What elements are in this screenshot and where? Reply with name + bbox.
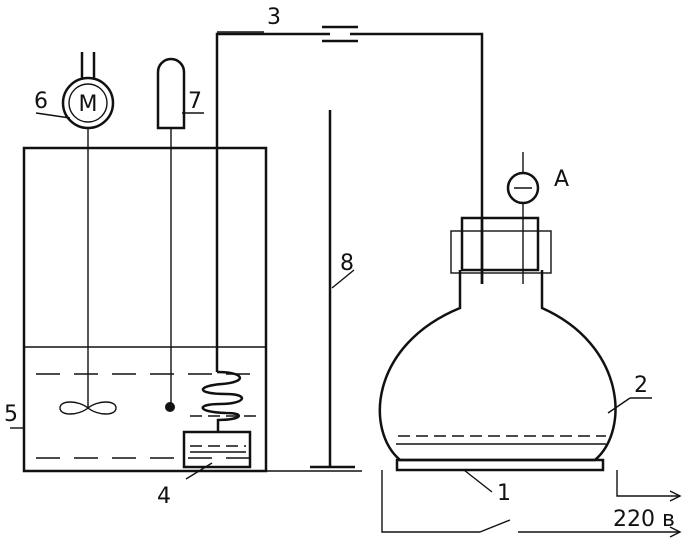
label-2: 2 [634,373,648,398]
leader-line [607,397,631,414]
flask-stopper-plug [460,216,540,272]
thermometer-icon [156,57,186,130]
label-6: 6 [34,89,48,114]
motor-inner [68,83,108,123]
label-7: 7 [188,89,202,114]
stirrer-propeller-icon [59,401,117,415]
label-ammeter: A [554,167,569,192]
circuit-wire [381,470,480,533]
leader-line [185,462,213,480]
label-voltage: 220 в [613,507,675,532]
circuit-arrow-icon [669,490,682,502]
heat-coil-icon [201,370,243,432]
label-3: 3 [267,5,281,30]
heater-plate [395,458,605,472]
label-5: 5 [4,402,18,427]
collector-vessel [182,430,252,469]
flask-stopper [450,230,552,274]
leader-line [35,112,71,119]
thermometer-bulb [165,402,175,412]
circuit-wire [616,470,680,497]
label-4: 4 [157,484,171,509]
circuit-switch [479,519,511,533]
flask [378,270,617,462]
leader-line [331,269,355,289]
label-8: 8 [340,251,354,276]
tank [22,146,268,473]
leader-line [463,469,493,493]
label-1: 1 [497,481,511,506]
circuit-arrow-icon [669,526,682,538]
connecting-tube [215,32,484,372]
motor-letter: M [79,92,98,117]
tube-coupling-gap [330,31,350,37]
